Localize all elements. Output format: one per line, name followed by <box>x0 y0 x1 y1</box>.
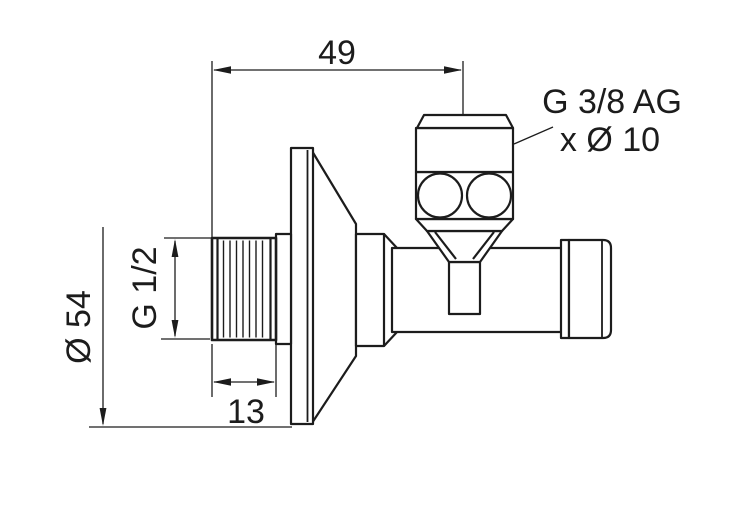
step-ring <box>354 232 386 348</box>
dim-49-arrow-right-icon <box>444 66 462 74</box>
outlet-spec-label-line1: G 3/8 AG <box>542 83 682 121</box>
handle-ball-right-icon <box>465 172 513 219</box>
outlet-collar <box>559 238 571 340</box>
dim-g12-arrow-down-icon <box>171 320 179 338</box>
body-chamfer-bottom <box>383 331 398 347</box>
drawing-root: 49 G 1/2 Ø 54 13 G 3/8 AG x Ø <box>60 34 682 431</box>
thread-hatch-lines <box>222 240 264 338</box>
thread-body <box>210 236 278 342</box>
outlet-cap <box>567 238 613 340</box>
handle-ball-left-icon <box>416 172 464 219</box>
wall-flange <box>289 146 315 426</box>
dim-g12-label: G 1/2 <box>126 246 164 329</box>
rosette-cone <box>310 149 358 425</box>
dimension-49 <box>211 61 464 238</box>
head-funnel-inner-wall-right <box>472 231 495 260</box>
dim-13-arrow-left-icon <box>213 378 231 386</box>
head-cap-top <box>415 113 515 130</box>
dim-13-arrow-right-icon <box>257 378 275 386</box>
head-cap-body <box>414 126 515 174</box>
outlet-spec-label-line2: x Ø 10 <box>560 121 660 159</box>
body-chamfer-top <box>383 233 398 249</box>
head-neck <box>414 217 515 233</box>
dim-g12-arrow-up-icon <box>171 239 179 257</box>
head-funnel-inner-wall-left <box>434 231 457 260</box>
dim-49-label: 49 <box>318 34 356 72</box>
dim-dia54-label: Ø 54 <box>60 290 98 364</box>
outlet-spec-leader-line <box>513 126 554 145</box>
inlet-thread <box>210 236 278 342</box>
dimension-dia54 <box>89 227 292 428</box>
dimension-13 <box>211 344 277 397</box>
dim-49-arrow-left-icon <box>213 66 231 74</box>
dimension-g12 <box>161 237 212 340</box>
dim-13-label: 13 <box>227 393 265 431</box>
flange-collar <box>274 232 293 346</box>
valve-stem <box>447 260 482 316</box>
dim-dia54-arrow-down-icon <box>99 408 107 426</box>
